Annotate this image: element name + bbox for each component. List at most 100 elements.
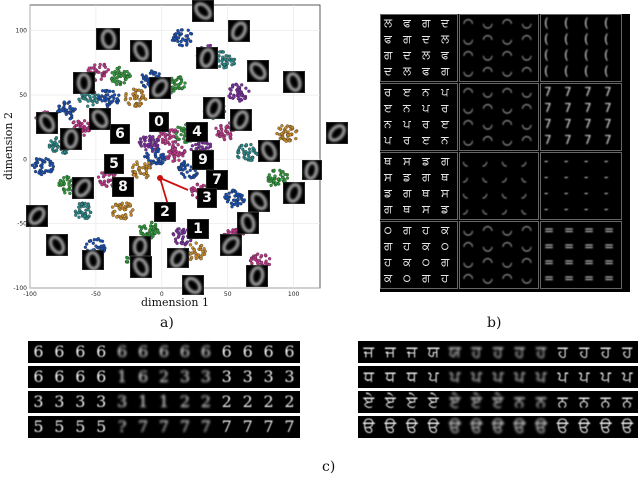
cluster-point — [276, 177, 280, 181]
cluster-point — [183, 175, 187, 179]
interpolation-frame: 7 — [158, 417, 170, 436]
interpolation-frame: ਏ — [428, 392, 439, 411]
interpolation-frame: ੳ — [427, 417, 440, 436]
cluster-point — [172, 233, 176, 237]
blur-shape — [228, 18, 250, 44]
cluster-point — [192, 175, 196, 179]
cluster-point — [98, 62, 102, 67]
cluster-point — [100, 89, 105, 93]
reconstruction-thumbnail — [247, 188, 271, 214]
cluster-point — [240, 143, 244, 148]
interpolation-frame: ਨ — [557, 392, 568, 411]
cluster-point — [112, 96, 116, 100]
interpolation-frame: 5 — [33, 417, 44, 436]
glyph: ( — [544, 32, 549, 46]
cluster-point — [134, 96, 139, 100]
glyph: ◠ — [482, 223, 493, 237]
glyph: - — [604, 202, 609, 216]
cluster — [109, 65, 132, 87]
cluster-point — [135, 160, 139, 164]
cluster-point — [123, 204, 127, 209]
cluster-point — [152, 71, 157, 75]
glyph: ਕ — [403, 255, 412, 269]
cluster-point — [91, 241, 95, 245]
glyph: 7 — [584, 101, 592, 115]
cluster-point — [247, 89, 251, 93]
blur-shape — [248, 264, 266, 288]
cluster-point — [171, 134, 176, 138]
glyph: ( — [544, 64, 549, 78]
glyph: ( — [584, 16, 589, 30]
cluster-point — [155, 229, 160, 233]
cluster-point — [115, 101, 120, 105]
reconstruction-thumbnail — [302, 159, 322, 181]
cluster-point — [173, 128, 177, 132]
interpolation-frame: ਪ — [578, 367, 590, 386]
glyph: = — [584, 271, 595, 285]
grid-lines — [29, 5, 320, 289]
cluster-point — [274, 181, 278, 185]
cluster-point — [127, 102, 132, 107]
cluster-point — [106, 89, 111, 93]
glyph: ੦ — [441, 239, 450, 253]
blur-shape — [88, 106, 112, 132]
glyph: ( — [544, 48, 549, 62]
cluster-point — [237, 85, 241, 89]
glyph: = — [564, 223, 575, 237]
cluster-point — [249, 158, 253, 163]
figure-label-c: c) — [322, 459, 336, 475]
glyph: ◡ — [502, 64, 513, 78]
cluster-point — [123, 217, 128, 221]
cluster-point — [54, 148, 59, 152]
cluster-point — [95, 100, 99, 104]
cluster-point — [230, 202, 234, 206]
cluster-point — [171, 85, 175, 89]
cluster-point — [152, 143, 157, 147]
glyph: - — [564, 170, 569, 184]
glyph: ◡ — [482, 85, 493, 99]
glyph: ( — [584, 48, 589, 62]
glyph: ਥ — [441, 170, 449, 184]
cluster-point — [185, 34, 190, 38]
cluster-point — [269, 183, 273, 188]
glyph: = — [584, 255, 595, 269]
cluster-point — [199, 243, 204, 248]
glyph: - — [564, 186, 569, 200]
glyph: 7 — [584, 133, 592, 147]
cluster — [131, 160, 153, 180]
glyph-grid-cell: ◡◠◡◠◠◡◠◡◡◠◡◠◠◡◠◡ — [459, 221, 539, 289]
cluster — [55, 100, 77, 121]
cluster — [138, 220, 161, 240]
cluster-point — [176, 230, 180, 235]
cluster-point — [222, 135, 226, 140]
interpolation-frame: ੳ — [556, 417, 569, 436]
interpolation-frame: ੳ — [513, 417, 526, 436]
cluster-point — [250, 156, 255, 160]
cluster-point — [145, 76, 149, 80]
cluster-point — [178, 152, 182, 157]
blur-shape — [284, 70, 304, 94]
glyph: - — [544, 202, 549, 216]
cluster-point — [91, 66, 95, 70]
glyph: ਨ — [422, 85, 430, 99]
glyph: ◡ — [521, 85, 532, 99]
cluster-point — [224, 54, 228, 58]
cluster-point — [57, 104, 61, 108]
glyph: ◠ — [521, 64, 532, 78]
cluster-point — [157, 161, 162, 166]
cluster-point — [133, 170, 137, 174]
cluster-point — [178, 167, 182, 171]
glyph: ਡ — [403, 170, 411, 184]
glyph: ◡ — [521, 239, 532, 253]
digit-thumbnail: 3 — [197, 188, 217, 208]
glyph: ਡ — [441, 202, 449, 216]
interpolation-frame: ਪ — [471, 367, 482, 386]
interpolation-frame: ਨ — [579, 392, 590, 411]
cluster-point — [285, 176, 290, 180]
glyph: 7 — [544, 133, 552, 147]
cluster-point — [220, 59, 224, 63]
cluster-point — [218, 50, 222, 54]
cluster-point — [153, 151, 157, 156]
glyph: = — [544, 255, 555, 269]
